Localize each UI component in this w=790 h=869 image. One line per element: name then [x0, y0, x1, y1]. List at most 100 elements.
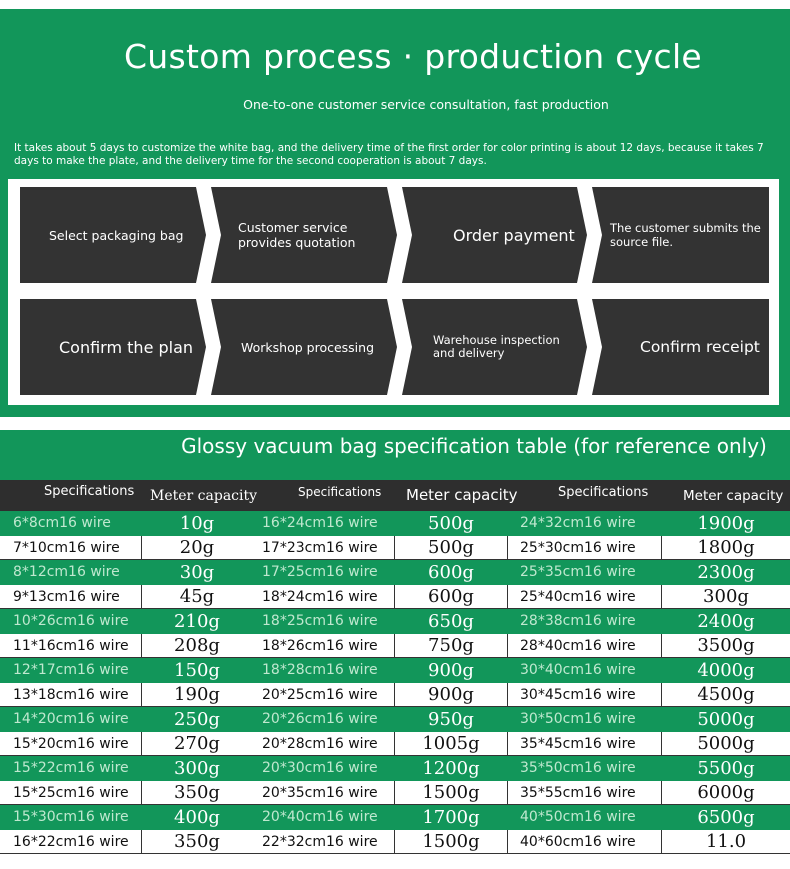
column-divider: [394, 731, 395, 755]
column-divider: [661, 535, 662, 559]
capacity-cell: 350g: [174, 831, 220, 853]
spec-cell: 18*24cm16 wire: [262, 588, 378, 605]
step-label: Workshop processing: [241, 339, 375, 355]
capacity-cell: 300g: [174, 757, 220, 779]
step-label: Confirm the plan: [59, 337, 194, 357]
column-divider: [394, 829, 395, 853]
spec-cell: 18*28cm16 wire: [262, 662, 378, 679]
capacity-cell: 20g: [179, 537, 215, 559]
spec-cell: 18*26cm16 wire: [262, 637, 378, 654]
step-label: Warehouse inspection and delivery: [433, 333, 560, 360]
spec-cell: 13*18cm16 wire: [13, 686, 129, 703]
capacity-cell: 350g: [174, 782, 220, 804]
column-divider: [141, 829, 142, 853]
process-banner: Custom process · production cycle One-to…: [0, 9, 790, 417]
step-confirm-plan: Confirm the plan: [20, 299, 206, 395]
step-submit-source: The customer submits the source file.: [592, 187, 769, 283]
table-title: Glossy vacuum bag specification table (f…: [181, 434, 767, 458]
step-workshop: Workshop processing: [211, 299, 397, 395]
column-divider: [394, 584, 395, 608]
capacity-cell: 900g: [428, 684, 474, 706]
step-label: Confirm receipt: [640, 338, 760, 356]
column-divider: [661, 682, 662, 706]
column-divider: [507, 535, 508, 559]
spec-cell: 11*16cm16 wire: [13, 637, 129, 654]
capacity-cell: 2300g: [697, 561, 755, 583]
capacity-cell: 270g: [174, 733, 220, 755]
spec-cell: 35*50cm16 wire: [520, 760, 636, 777]
page-subtitle: One-to-one customer service consultation…: [243, 97, 609, 112]
step-confirm-receipt: Confirm receipt: [592, 299, 769, 395]
column-divider: [141, 633, 142, 657]
capacity-cell: 600g: [428, 561, 474, 583]
spec-cell: 20*30cm16 wire: [262, 760, 378, 777]
spec-cell: 17*23cm16 wire: [262, 539, 378, 556]
capacity-cell: 6500g: [697, 806, 755, 828]
spec-cell: 24*32cm16 wire: [520, 515, 636, 532]
spec-cell: 35*45cm16 wire: [520, 735, 636, 752]
capacity-cell: 45g: [179, 586, 215, 608]
capacity-cell: 190g: [174, 684, 220, 706]
spec-table: Glossy vacuum bag specification table (f…: [0, 430, 790, 869]
step-select-bag: Select packaging bag: [20, 187, 206, 283]
spec-cell: 15*20cm16 wire: [13, 735, 129, 752]
step-label: Order payment: [453, 225, 575, 245]
spec-cell: 7*10cm16 wire: [13, 539, 120, 556]
column-divider: [141, 584, 142, 608]
table-header: Specifications Meter capacity Specificat…: [0, 480, 790, 511]
capacity-cell: 750g: [428, 635, 474, 657]
capacity-cell: 10g: [179, 512, 215, 534]
column-divider: [394, 780, 395, 804]
spec-cell: 40*60cm16 wire: [520, 833, 636, 850]
capacity-cell: 250g: [174, 708, 220, 730]
delivery-note: It takes about 5 days to customize the w…: [14, 142, 764, 167]
spec-cell: 10*26cm16 wire: [13, 613, 129, 630]
spec-cell: 20*26cm16 wire: [262, 711, 378, 728]
capacity-cell: 1500g: [422, 782, 480, 804]
spec-cell: 35*55cm16 wire: [520, 784, 636, 801]
capacity-cell: 5000g: [697, 733, 755, 755]
capacity-cell: 1005g: [422, 733, 480, 755]
step-label: Select packaging bag: [49, 227, 184, 243]
step-order-payment: Order payment: [402, 187, 587, 283]
capacity-cell: 3500g: [697, 635, 755, 657]
column-divider: [141, 682, 142, 706]
capacity-cell: 400g: [174, 806, 220, 828]
spec-cell: 16*22cm16 wire: [13, 833, 129, 850]
spec-cell: 18*25cm16 wire: [262, 613, 378, 630]
spec-cell: 28*38cm16 wire: [520, 613, 636, 630]
capacity-cell: 4500g: [697, 684, 755, 706]
capacity-cell: 210g: [174, 610, 220, 632]
spec-cell: 15*25cm16 wire: [13, 784, 129, 801]
capacity-cell: 2400g: [697, 610, 755, 632]
capacity-cell: 500g: [428, 512, 474, 534]
header-meter-capacity: Meter capacity: [683, 487, 784, 504]
column-divider: [507, 633, 508, 657]
capacity-cell: 1500g: [422, 831, 480, 853]
capacity-cell: 6000g: [697, 782, 755, 804]
capacity-cell: 300g: [703, 586, 749, 608]
spec-cell: 30*40cm16 wire: [520, 662, 636, 679]
capacity-cell: 900g: [428, 659, 474, 681]
column-divider: [661, 780, 662, 804]
column-divider: [661, 584, 662, 608]
capacity-cell: 950g: [428, 708, 474, 730]
spec-cell: 30*50cm16 wire: [520, 711, 636, 728]
step-label: Customer service provides quotation: [238, 220, 356, 250]
spec-cell: 20*40cm16 wire: [262, 809, 378, 826]
header-specifications: Specifications: [558, 485, 649, 500]
spec-cell: 22*32cm16 wire: [262, 833, 378, 850]
column-divider: [394, 682, 395, 706]
capacity-cell: 11.0: [705, 831, 747, 853]
spec-cell: 20*25cm16 wire: [262, 686, 378, 703]
spec-cell: 28*40cm16 wire: [520, 637, 636, 654]
header-specifications: Specifications: [44, 484, 135, 499]
